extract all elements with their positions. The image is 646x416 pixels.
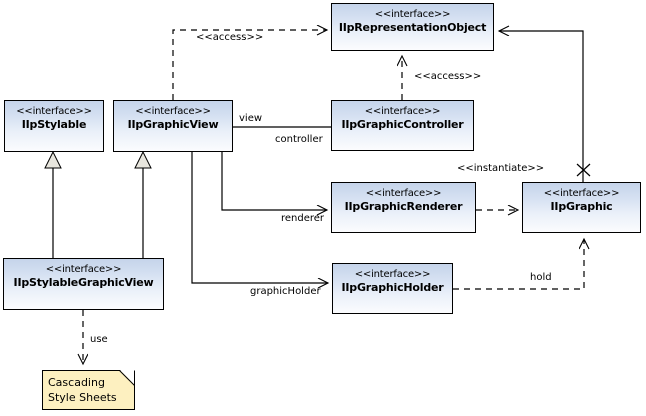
note-fold-edge-icon [119,370,135,386]
class-name-label: IIpGraphicView [127,118,219,131]
edge-label-use: use [90,334,108,345]
uml-note-cascading-style-sheets[interactable]: Cascading Style Sheets [42,370,135,410]
stereotype-label: <<interface>> [365,188,442,199]
uml-class-iiprepresentationobject[interactable]: <<interface>> IIpRepresentationObject [331,3,494,51]
stereotype-label: <<interface>> [135,106,211,117]
edge-label-access-graphicview: <<access>> [196,32,264,43]
class-name-label: IIpStylable [21,118,87,131]
stereotype-label: <<interface>> [45,264,122,275]
edge-graphicview-renderer-graphicrenderer [221,152,327,210]
edge-label-controller: controller [275,134,323,145]
edge-label-graphicholder: graphicHolder [250,286,321,297]
note-fold-corner-icon [120,370,135,385]
edge-label-access-graphiccontroller: <<access>> [414,71,482,82]
edge-label-view: view [239,113,263,124]
uml-class-iipgraphic[interactable]: <<interface>> IIpGraphic [522,182,641,233]
class-name-label: IIpGraphic [550,200,613,213]
edge-stylablegraphicview-extends-graphicview [134,150,152,258]
class-name-label: IIpGraphicController [341,118,464,131]
uml-class-iipgraphicholder[interactable]: <<interface>> IIpGraphicHolder [332,263,453,314]
note-line-1: Cascading [48,376,105,389]
note-line-2: Style Sheets [48,391,117,404]
uml-class-iipgraphiccontroller[interactable]: <<interface>> IIpGraphicController [331,100,474,151]
uml-class-iipgraphicrenderer[interactable]: <<interface>> IIpGraphicRenderer [331,182,476,233]
uml-class-iipstylable[interactable]: <<interface>> IIpStylable [4,100,104,152]
stereotype-label: <<interface>> [374,9,451,20]
edge-graphic-association-representationobject [499,31,591,182]
edge-label-hold: hold [530,272,552,283]
edge-graphicview-graphicholder-graphicholder [191,152,328,283]
stereotype-label: <<interface>> [354,269,431,280]
edge-stylablegraphicview-extends-stylable [44,150,62,258]
stereotype-label: <<interface>> [16,106,92,117]
class-name-label: IIpGraphicRenderer [344,200,463,213]
edge-graphicview-access-representationobject [172,30,327,100]
stereotype-label: <<interface>> [543,188,620,199]
edge-graphicholder-hold-graphic [453,239,584,290]
stereotype-label: <<interface>> [364,106,441,117]
class-name-label: IIpGraphicHolder [341,281,444,294]
edge-label-instantiate: <<instantiate>> [457,163,545,174]
class-name-label: IIpStylableGraphicView [13,276,154,289]
uml-class-iipgraphicview[interactable]: <<interface>> IIpGraphicView [113,100,233,152]
edge-label-renderer: renderer [281,213,325,224]
class-name-label: IIpRepresentationObject [338,21,487,34]
uml-class-iipstylablegraphicview[interactable]: <<interface>> IIpStylableGraphicView [3,258,164,310]
